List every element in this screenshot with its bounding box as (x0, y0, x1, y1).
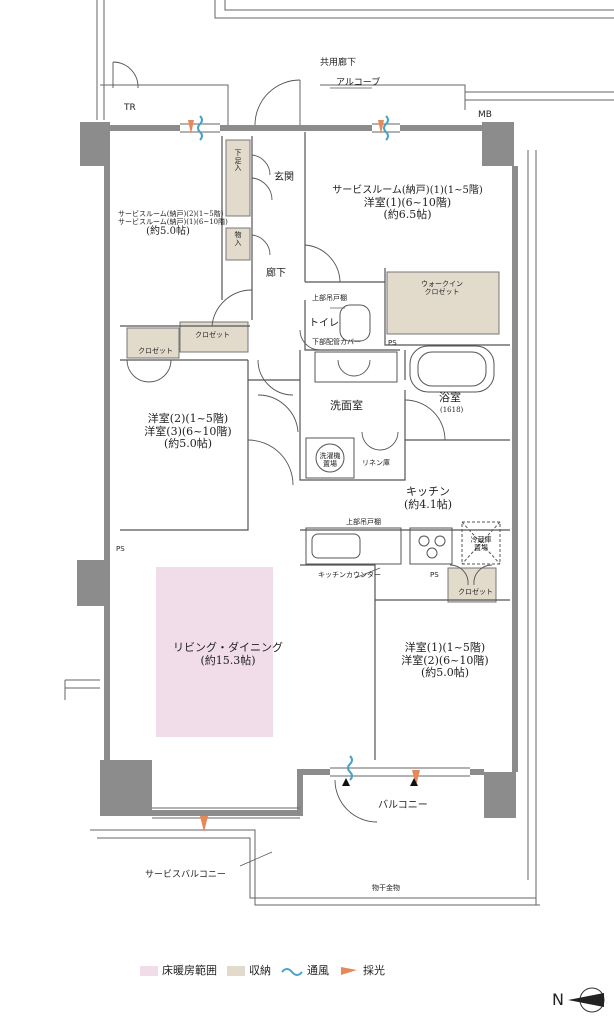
bath-label: 浴室 (439, 391, 461, 404)
linen-label: リネン庫 (362, 459, 390, 467)
fridge-line1: 冷蔵庫 (470, 536, 492, 544)
pipe-cover-label: 下部配管カバー (312, 338, 361, 346)
storage-areas (126, 139, 500, 603)
legend-item-floor-heating: 床暖房範囲 (140, 962, 217, 978)
mb-label: MB (478, 110, 492, 120)
washroom-label: 洗面室 (330, 399, 363, 412)
upper-shelf-label: 上部吊戸棚 (312, 294, 347, 302)
service-room-right-line1: サービスルーム(納戸)(1)(1~5階) (332, 185, 483, 196)
columns (77, 122, 516, 818)
interior-walls (120, 132, 510, 760)
north-label: N (552, 990, 564, 1009)
closet-label-3: クロゼット (458, 588, 493, 596)
toilet-label: トイレ (309, 318, 339, 329)
fixtures (305, 304, 501, 565)
kitchen-label: キッチン (約4.1帖) (398, 485, 458, 511)
laundry-line1: 洗濯機 (319, 452, 341, 460)
service-room-left-size: (約5.0帖) (146, 226, 190, 238)
exterior-lines (64, 0, 614, 906)
closet-label-1: クロゼット (195, 331, 230, 339)
walkin-closet-label: ウォークイン クロゼット (405, 280, 479, 296)
legend: 床暖房範囲 収納 通風 採光 (140, 962, 385, 978)
floor-heating-swatch (140, 966, 158, 976)
tr-label: TR (124, 103, 136, 113)
western-left-size: (約5.0帖) (163, 437, 213, 451)
western-right-line2: 洋室(2)(6~10階) (401, 653, 489, 667)
daylight-marks (188, 120, 420, 832)
kitchen-size: (約4.1帖) (403, 497, 453, 511)
fridge-line2: 置場 (474, 544, 488, 553)
western-left-line2: 洋室(3)(6~10階) (144, 424, 232, 438)
legend-item-storage: 収納 (227, 962, 271, 978)
western-room-right: 洋室(1)(1~5階) 洋室(2)(6~10階) (約5.0帖) (390, 641, 500, 680)
outer-walls (104, 125, 518, 816)
western-room-left: 洋室(2)(1~5階) 洋室(3)(6~10階) (約5.0帖) (128, 412, 248, 451)
leader-lines (239, 87, 381, 867)
getabako-label: 下足入 (234, 149, 242, 173)
ventilation-marks (197, 115, 389, 781)
north-arrow (568, 987, 605, 1013)
kitchen-line1: キッチン (406, 485, 450, 498)
closet-label-2: クロゼット (138, 347, 173, 355)
balcony-label: バルコニー (378, 800, 428, 811)
laundry-label: 洗濯機 置場 (316, 452, 344, 468)
mono-label: 物入 (234, 231, 242, 247)
western-right-line1: 洋室(1)(1~5階) (404, 641, 486, 654)
floor-heating-area (156, 567, 273, 737)
western-right-size: (約5.0帖) (420, 666, 470, 680)
legend-item-daylight: 採光 (339, 962, 385, 978)
common-corridor-label: 共用廊下 (320, 58, 357, 68)
bath-size-label: (1618) (440, 406, 464, 414)
ps-label-kitchen: PS (430, 571, 439, 579)
entry-arrows (342, 778, 418, 786)
living-dining-label: リビング・ダイニング (約15.3帖) (168, 641, 288, 667)
legend-item-ventilation: 通風 (281, 962, 329, 978)
western-left-line1: 洋室(2)(1~5階) (147, 412, 229, 425)
doors (112, 61, 493, 823)
service-room-left: サービスルーム(納戸)(2)(1~5階) サービスルーム(納戸)(1)(6~10… (118, 210, 228, 238)
service-room-right-size: (約6.5帖) (383, 208, 432, 222)
kitchen-counter-label: キッチンカウンター (318, 571, 381, 579)
living-size: (約15.3帖) (200, 653, 256, 667)
walkin-line2: クロゼット (424, 288, 460, 297)
fridge-label: 冷蔵庫 置場 (466, 536, 496, 552)
service-room-left-line1: サービスルーム(納戸)(2)(1~5階) (118, 210, 224, 218)
service-room-right-line2: 洋室(1)(6~10階) (363, 195, 452, 209)
ventilation-wave-icon (281, 968, 303, 976)
alcove-label: アルコーブ (336, 78, 381, 88)
living-line1: リビング・ダイニング (173, 641, 283, 654)
service-room-left-line2: サービスルーム(納戸)(1)(6~10階) (118, 218, 228, 227)
drying-rack-label: 物干金物 (372, 884, 400, 892)
genkan-label: 玄関 (274, 172, 294, 183)
storage-swatch (227, 966, 245, 976)
daylight-icon (341, 967, 357, 975)
windows (152, 123, 470, 819)
walkin-line1: ウォークイン (421, 280, 463, 288)
service-balcony-label: サービスバルコニー (145, 870, 226, 880)
laundry-line2: 置場 (323, 460, 337, 469)
ps-label-left: PS (116, 545, 125, 553)
ps-label-bath: PS (388, 339, 397, 347)
kitchen-upper-shelf-label: 上部吊戸棚 (346, 518, 381, 526)
rouka-label: 廊下 (266, 268, 286, 279)
service-room-right: サービスルーム(納戸)(1)(1~5階) 洋室(1)(6~10階) (約6.5帖… (320, 185, 495, 222)
